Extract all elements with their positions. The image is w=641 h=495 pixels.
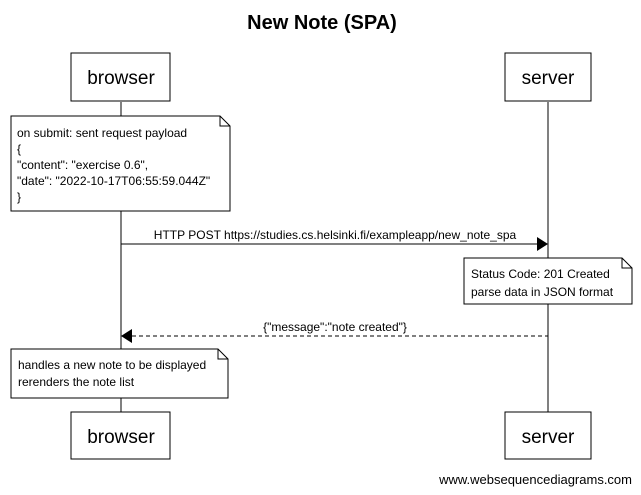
participant-server-label: server — [522, 68, 575, 89]
participant-browser-bottom: browser — [70, 411, 171, 460]
message-response: {"message":"note created"} — [121, 320, 548, 343]
message-label: {"message":"note created"} — [263, 320, 407, 334]
note-status: Status Code: 201 Created parse data in J… — [463, 257, 633, 305]
note-line: { — [17, 142, 21, 156]
participant-browser-top: browser — [70, 52, 171, 102]
note-line: parse data in JSON format — [471, 285, 614, 299]
note-line: "content": "exercise 0.6", — [17, 158, 148, 172]
note-line: on submit: sent request payload — [17, 126, 187, 140]
participant-server-top: server — [504, 52, 592, 102]
note-line: handles a new note to be displayed — [18, 358, 206, 372]
note-submit: on submit: sent request payload { "conte… — [10, 115, 231, 212]
note-line: "date": "2022-10-17T06:55:59.044Z" — [17, 174, 210, 188]
footer-watermark: www.websequencediagrams.com — [438, 472, 632, 487]
participant-browser-label: browser — [87, 68, 155, 89]
participant-server-bottom: server — [504, 411, 592, 460]
diagram-title: New Note (SPA) — [247, 12, 397, 34]
note-line: } — [17, 190, 21, 204]
note-render: handles a new note to be displayed reren… — [10, 348, 229, 399]
note-line: Status Code: 201 Created — [471, 267, 610, 281]
arrowhead-left-icon — [121, 329, 132, 343]
message-http-post: HTTP POST https://studies.cs.helsinki.fi… — [121, 228, 548, 251]
message-label: HTTP POST https://studies.cs.helsinki.fi… — [154, 228, 517, 242]
participant-browser-label: browser — [87, 427, 155, 448]
participant-server-label: server — [522, 427, 575, 448]
arrowhead-right-icon — [537, 237, 548, 251]
note-line: rerenders the note list — [18, 375, 135, 389]
